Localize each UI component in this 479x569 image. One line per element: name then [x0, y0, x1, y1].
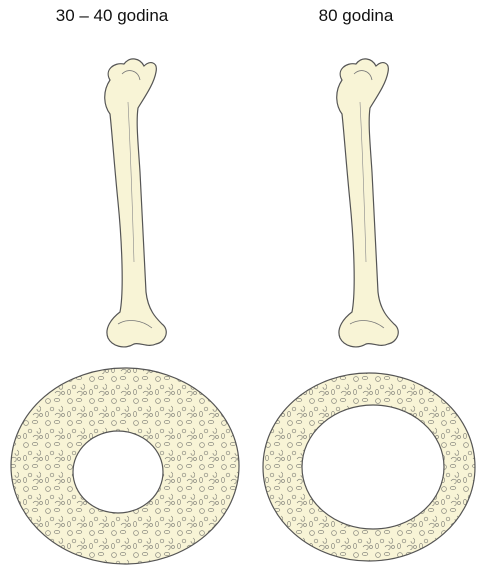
cross-section-young [11, 368, 239, 564]
femur-young [105, 59, 167, 347]
femur-old [337, 59, 399, 347]
cross-section-old [263, 373, 475, 561]
